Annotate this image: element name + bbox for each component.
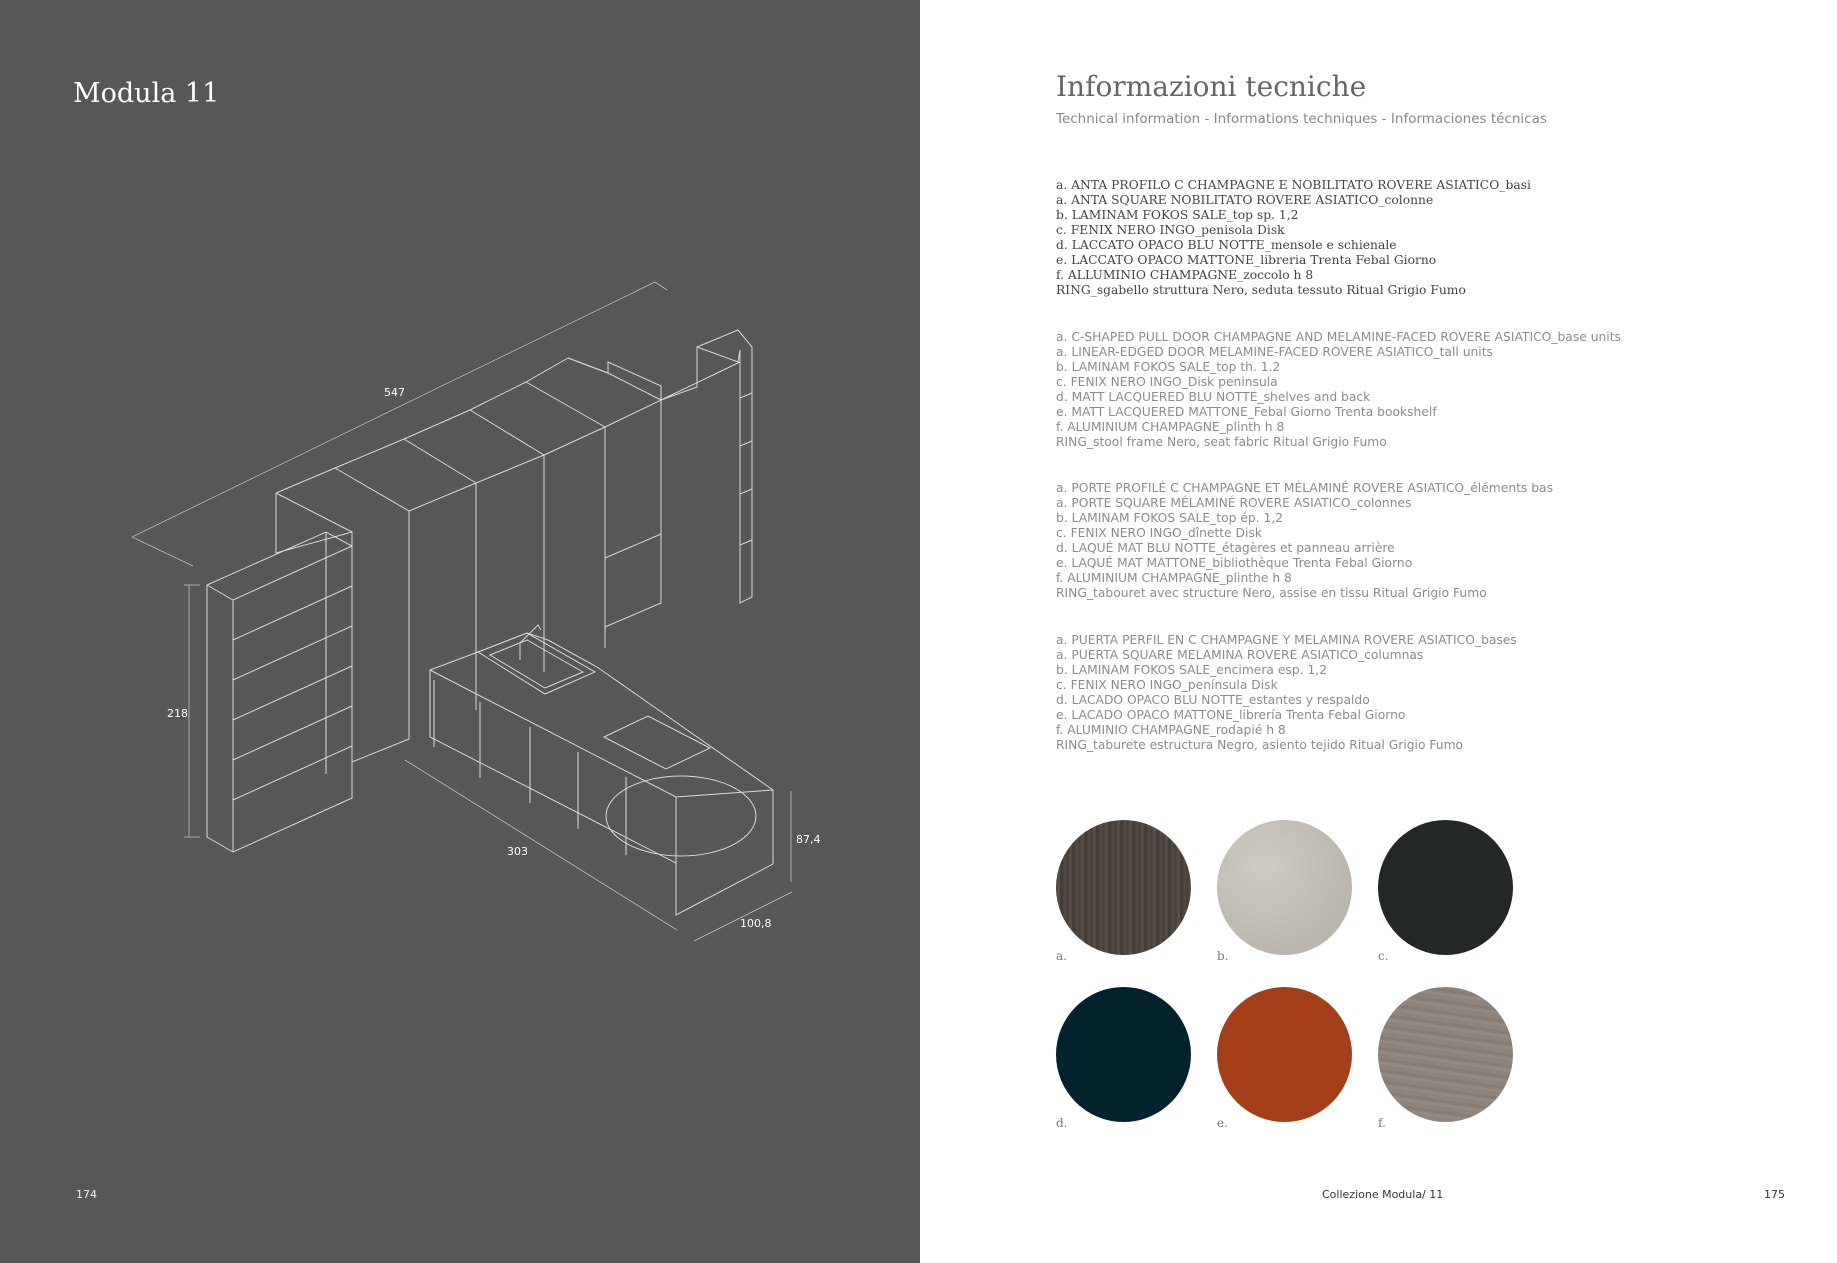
spec-item: f. ALLUMINIO CHAMPAGNE_zoccolo h 8 [1056,268,1314,282]
spec-list-english: a. C-SHAPED PULL DOOR CHAMPAGNE AND MELA… [1056,330,1621,450]
spec-item: d. MATT LACQUERED BLU NOTTE_shelves and … [1056,390,1371,404]
column-block-outline [275,399,662,763]
tall-bookcase [660,329,753,604]
swatch-blu-notte [1056,987,1191,1122]
swatch-label: f. [1378,1116,1386,1130]
swatch-laminam-fokos-sale [1217,820,1352,955]
spec-item: RING_sgabello struttura Nero, seduta tes… [1056,283,1466,297]
swatch-label: a. [1056,949,1067,963]
spec-item: c. FENIX NERO INGO_Disk peninsula [1056,375,1278,389]
spec-item: a. PUERTA PERFIL EN C CHAMPAGNE Y MELAMI… [1056,633,1517,647]
spec-item: RING_stool frame Nero, seat fabric Ritua… [1056,435,1387,449]
spec-item: e. MATT LACQUERED MATTONE_Febal Giorno T… [1056,405,1437,419]
swatch-label: c. [1378,949,1389,963]
spec-item: e. LACADO OPACO MATTONE_librería Trenta … [1056,708,1406,722]
spec-item: a. ANTA SQUARE NOBILITATO ROVERE ASIATIC… [1056,193,1434,207]
kitchen-isometric-drawing [131,281,793,942]
spec-item: c. FENIX NERO INGO_península Disk [1056,678,1278,692]
spec-item: d. LACCATO OPACO BLU NOTTE_mensole e sch… [1056,238,1397,252]
swatch-mattone [1217,987,1352,1122]
collection-footer: Collezione Modula/ 11 [1322,1188,1444,1201]
spec-list-spanish: a. PUERTA PERFIL EN C CHAMPAGNE Y MELAMI… [1056,633,1517,753]
spec-list-italian: a. ANTA PROFILO C CHAMPAGNE E NOBILITATO… [1056,178,1531,298]
spec-item: a. PORTE SQUARE MÉLAMINÉ ROVERE ASIATICO… [1056,496,1412,510]
dimension-height: 218 [167,707,188,720]
spec-item: a. PORTE PROFILÉ C CHAMPAGNE ET MÉLAMINÉ… [1056,481,1553,495]
spec-item: RING_tabouret avec structure Nero, assis… [1056,586,1487,600]
peninsula-counter [429,632,774,916]
spec-item: b. LAMINAM FOKOS SALE_top th. 1.2 [1056,360,1281,374]
dimension-width-total: 547 [384,386,405,399]
sink [476,632,597,695]
hob [602,715,712,770]
spec-item: a. PUERTA SQUARE MELAMINA ROVERE ASIATIC… [1056,648,1424,662]
open-bookshelf [206,531,353,853]
spec-item: d. LACADO OPACO BLU NOTTE_estantes y res… [1056,693,1370,707]
spec-item: e. LACCATO OPACO MATTONE_libreria Trenta… [1056,253,1437,267]
disk-table [605,775,757,857]
spec-item: b. LAMINAM FOKOS SALE_top ép. 1,2 [1056,511,1284,525]
section-title: Informazioni tecniche [1056,70,1367,103]
swatch-label: e. [1217,1116,1228,1130]
dimension-peninsula-length: 303 [507,845,528,858]
section-subtitle: Technical information - Informations tec… [1056,111,1547,127]
page-title: Modula 11 [73,78,220,109]
swatch-fenix-nero-ingo [1378,820,1513,955]
spec-item: f. ALUMINIUM CHAMPAGNE_plinth h 8 [1056,420,1285,434]
spec-item: c. FENIX NERO INGO_dînette Disk [1056,526,1262,540]
left-page [0,0,920,1263]
spec-item: b. LAMINAM FOKOS SALE_encimera esp. 1,2 [1056,663,1328,677]
spec-item: a. C-SHAPED PULL DOOR CHAMPAGNE AND MELA… [1056,330,1621,344]
spec-item: a. ANTA PROFILO C CHAMPAGNE E NOBILITATO… [1056,178,1531,192]
swatch-label: d. [1056,1116,1068,1130]
spec-item: a. LINEAR-EDGED DOOR MELAMINE-FACED ROVE… [1056,345,1493,359]
spec-list-french: a. PORTE PROFILÉ C CHAMPAGNE ET MÉLAMINÉ… [1056,481,1553,601]
dimension-counter-height: 87,4 [796,833,821,846]
spec-item: f. ALUMINIUM CHAMPAGNE_plinthe h 8 [1056,571,1292,585]
spec-item: d. LAQUÉ MAT BLU NOTTE_étagères et panne… [1056,541,1395,555]
swatch-label: b. [1217,949,1229,963]
swatch-alluminio-champagne [1378,987,1513,1122]
spec-item: f. ALUMINIO CHAMPAGNE_rodapié h 8 [1056,723,1286,737]
faucet [519,624,542,660]
spec-item: e. LAQUÉ MAT MATTONE_bibliothèque Trenta… [1056,556,1413,570]
spec-item: RING_taburete estructura Negro, asiento … [1056,738,1464,752]
page-number-left: 174 [76,1188,97,1201]
spec-item: c. FENIX NERO INGO_penisola Disk [1056,223,1285,237]
spec-item: b. LAMINAM FOKOS SALE_top sp. 1,2 [1056,208,1299,222]
page-number-right: 175 [1764,1188,1785,1201]
dimension-depth: 100,8 [740,917,772,930]
swatch-rovere-asiatico [1056,820,1191,955]
